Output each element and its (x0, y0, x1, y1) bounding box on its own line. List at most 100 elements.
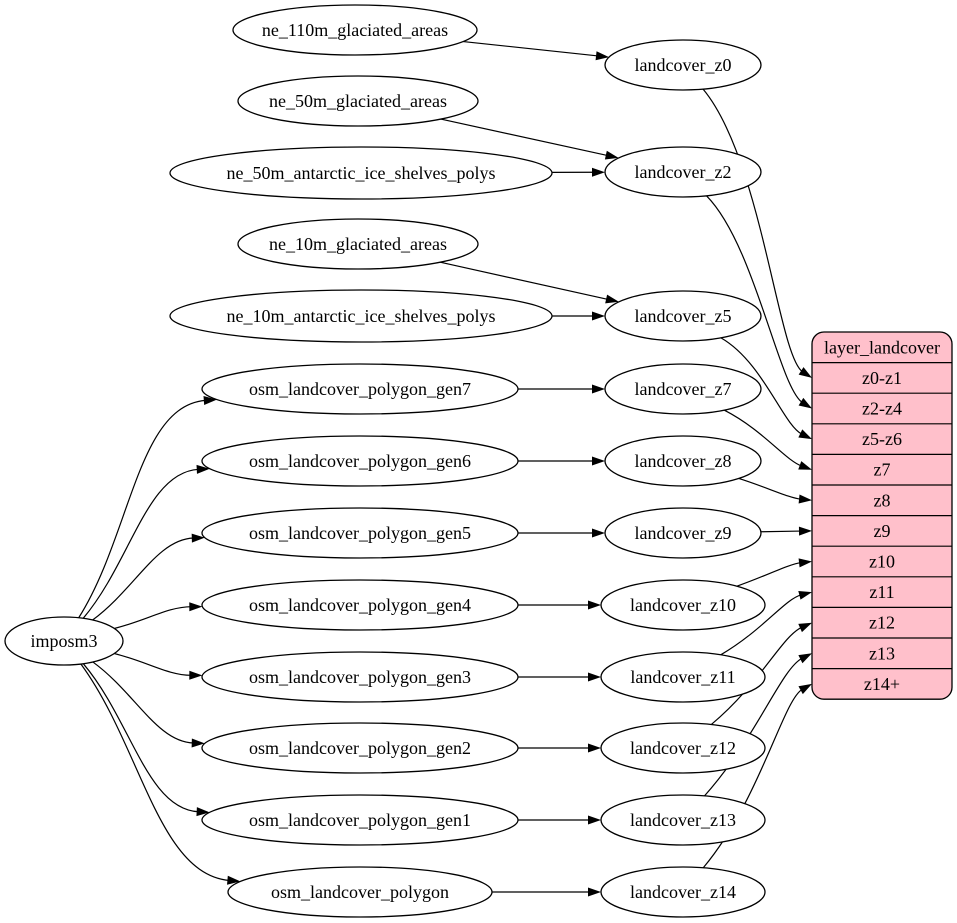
node-ellipse (227, 866, 493, 918)
node-landcover_z0: landcover_z0 (604, 39, 762, 91)
node-osm_landcover_polygon_gen3: osm_landcover_polygon_gen3 (201, 651, 519, 703)
node-ellipse (604, 290, 762, 342)
node-label: ne_10m_antarctic_ice_shelves_polys (227, 306, 496, 326)
edge-landcover_z10-to-layer_landcover-z10 (736, 558, 812, 587)
arrowhead-icon (588, 815, 601, 825)
arrowhead-icon (227, 875, 241, 885)
node-ellipse (232, 4, 478, 56)
node-ellipse (201, 579, 519, 631)
edge-imposm3-to-osm_landcover_polygon (80, 663, 241, 885)
arrowhead-icon (798, 367, 812, 378)
node-landcover_z7: landcover_z7 (604, 363, 762, 415)
table-row-z5-z6: z5-z6 (862, 429, 902, 449)
node-label: osm_landcover_polygon_gen1 (249, 810, 471, 830)
arrowhead-icon (798, 683, 812, 695)
arrowhead-icon (588, 672, 601, 682)
node-label: landcover_z5 (635, 306, 732, 326)
node-landcover_z8: landcover_z8 (604, 435, 762, 487)
node-ellipse (201, 794, 519, 846)
node-ne_110m_glaciated_areas: ne_110m_glaciated_areas (232, 4, 478, 56)
edge-landcover_z0-to-layer_landcover-z0-z1 (702, 88, 812, 378)
node-ne_10m_glaciated_areas: ne_10m_glaciated_areas (237, 218, 479, 270)
edge-landcover_z12-to-layer_landcover-z12 (710, 622, 812, 725)
node-osm_landcover_polygon_gen4: osm_landcover_polygon_gen4 (201, 579, 519, 631)
node-osm_landcover_polygon_gen2: osm_landcover_polygon_gen2 (201, 722, 519, 774)
node-label: osm_landcover_polygon_gen6 (249, 451, 471, 471)
edge-imposm3-to-osm_landcover_polygon_gen7 (78, 396, 217, 619)
table-row-z12: z12 (869, 613, 895, 633)
node-ellipse (604, 146, 762, 198)
node-ellipse (201, 722, 519, 774)
table-row-z9: z9 (874, 521, 891, 541)
edge-landcover_z8-to-layer_landcover-z8 (738, 477, 812, 504)
table-row-z2-z4: z2-z4 (862, 399, 902, 419)
node-landcover_z14: landcover_z14 (600, 866, 766, 918)
edge-landcover_z5-to-layer_landcover-z5-z6 (720, 337, 812, 440)
edge-landcover_z11-to-layer_landcover-z11 (720, 590, 812, 656)
table-layer: layer_landcoverz0-z1z2-z4z5-z6z7z8z9z10z… (811, 331, 953, 700)
edge-landcover_z7-to-layer_landcover-z7 (724, 409, 812, 470)
edge-ne_10m_antarctic_ice_shelves_polys-to-landcover_z5 (552, 311, 605, 321)
node-ellipse (169, 146, 553, 200)
node-ne_50m_glaciated_areas: ne_50m_glaciated_areas (237, 75, 479, 127)
table-row-z7: z7 (874, 460, 891, 480)
arrowhead-icon (591, 167, 606, 177)
arrowhead-icon (588, 887, 601, 897)
table-row-z14+: z14+ (864, 674, 900, 694)
table-row-z10: z10 (869, 552, 895, 572)
node-landcover_z2: landcover_z2 (604, 146, 762, 198)
node-ellipse (604, 363, 762, 415)
arrowhead-icon (798, 461, 812, 470)
edge-landcover_z13-to-layer_landcover-z13 (704, 653, 812, 797)
edge-osm_landcover_polygon_gen1-to-landcover_z13 (518, 815, 601, 825)
edge-osm_landcover_polygon_gen3-to-landcover_z11 (518, 672, 601, 682)
node-label: ne_10m_glaciated_areas (269, 234, 447, 254)
node-osm_landcover_polygon_gen6: osm_landcover_polygon_gen6 (201, 435, 519, 487)
edge-imposm3-to-osm_landcover_polygon_gen3 (114, 652, 203, 680)
arrowhead-icon (595, 51, 609, 61)
node-landcover_z13: landcover_z13 (600, 794, 766, 846)
node-ne_50m_antarctic_ice_shelves_polys: ne_50m_antarctic_ice_shelves_polys (169, 146, 553, 200)
node-ellipse (169, 289, 553, 343)
node-label: landcover_z12 (630, 738, 736, 758)
arrowhead-icon (798, 622, 812, 633)
node-ellipse (201, 651, 519, 703)
edge-imposm3-to-osm_landcover_polygon_gen4 (114, 602, 203, 630)
node-ellipse (201, 363, 519, 415)
edge-osm_landcover_polygon_gen7-to-landcover_z7 (518, 384, 605, 394)
arrowhead-icon (798, 397, 812, 409)
table-row-z8: z8 (874, 490, 891, 510)
arrowhead-icon (196, 807, 210, 817)
node-osm_landcover_polygon_gen5: osm_landcover_polygon_gen5 (201, 507, 519, 559)
arrowhead-icon (189, 602, 203, 612)
table-row-z0-z1: z0-z1 (862, 368, 902, 388)
arrowhead-icon (605, 294, 619, 304)
edge-ne_50m_glaciated_areas-to-landcover_z2 (440, 118, 619, 160)
arrowhead-icon (588, 743, 601, 753)
edge-imposm3-to-osm_landcover_polygon_gen6 (82, 464, 210, 619)
edge-ne_110m_glaciated_areas-to-landcover_z0 (463, 40, 609, 61)
node-ellipse (600, 866, 766, 918)
arrowhead-icon (592, 311, 605, 321)
arrowhead-icon (798, 653, 812, 664)
edge-imposm3-to-osm_landcover_polygon_gen2 (92, 661, 205, 748)
arrowhead-icon (588, 600, 601, 610)
node-label: landcover_z13 (630, 810, 736, 830)
node-label: osm_landcover_polygon (271, 882, 449, 902)
node-landcover_z9: landcover_z9 (604, 507, 762, 559)
edge-imposm3-to-osm_landcover_polygon_gen1 (82, 663, 210, 817)
node-label: landcover_z0 (635, 55, 732, 75)
node-osm_landcover_polygon_gen1: osm_landcover_polygon_gen1 (201, 794, 519, 846)
node-landcover_z5: landcover_z5 (604, 290, 762, 342)
node-label: ne_110m_glaciated_areas (262, 20, 448, 40)
node-label: landcover_z14 (630, 882, 736, 902)
node-ellipse (604, 39, 762, 91)
node-ellipse (201, 507, 519, 559)
edge-osm_landcover_polygon_gen2-to-landcover_z12 (518, 743, 601, 753)
node-label: landcover_z9 (635, 523, 732, 543)
arrowhead-icon (798, 558, 812, 568)
node-imposm3: imposm3 (4, 616, 124, 666)
arrowhead-icon (798, 526, 812, 536)
node-label: ne_50m_antarctic_ice_shelves_polys (227, 163, 496, 183)
edge-ne_50m_antarctic_ice_shelves_polys-to-landcover_z2 (551, 167, 606, 177)
